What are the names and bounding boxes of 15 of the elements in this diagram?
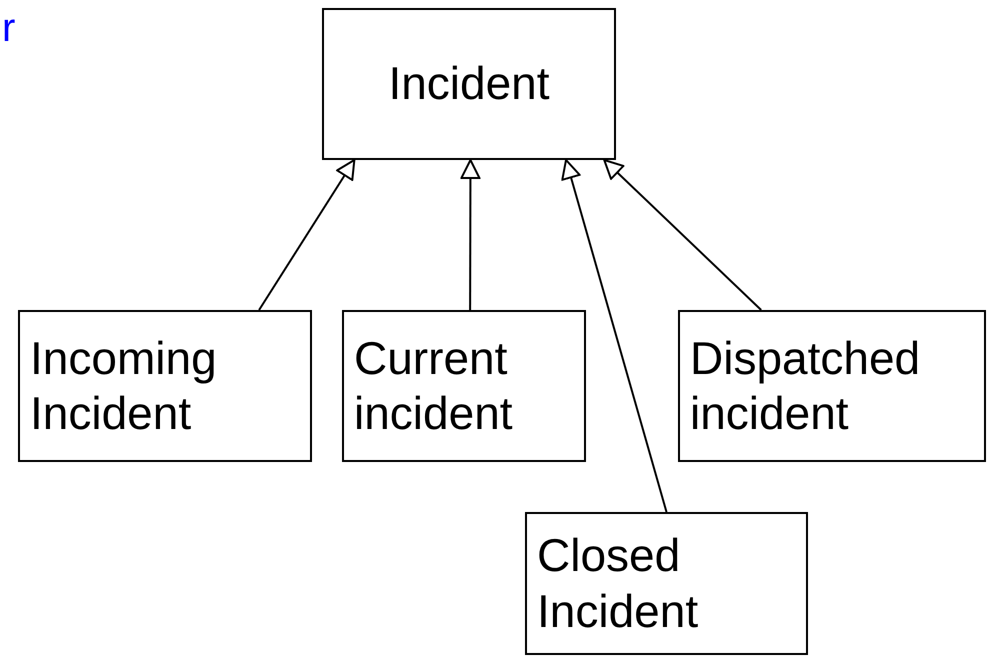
inheritance-arrow — [258, 159, 356, 311]
class-box — [525, 512, 808, 655]
inheritance-arrow — [460, 159, 480, 310]
inheritance-arrow — [561, 159, 668, 512]
class-box — [322, 8, 616, 160]
heading-fragment: r — [2, 8, 16, 48]
class-box — [18, 310, 312, 462]
class-name: Closed Incident — [537, 528, 700, 638]
class-name: Incident — [388, 56, 550, 112]
inheritance-arrow — [603, 159, 762, 311]
class-box — [342, 310, 586, 462]
class-name: Incoming Incident — [30, 330, 218, 441]
class-box — [678, 310, 986, 462]
class-name: Current incident — [354, 330, 514, 441]
class-name: Dispatched incident — [690, 330, 922, 441]
